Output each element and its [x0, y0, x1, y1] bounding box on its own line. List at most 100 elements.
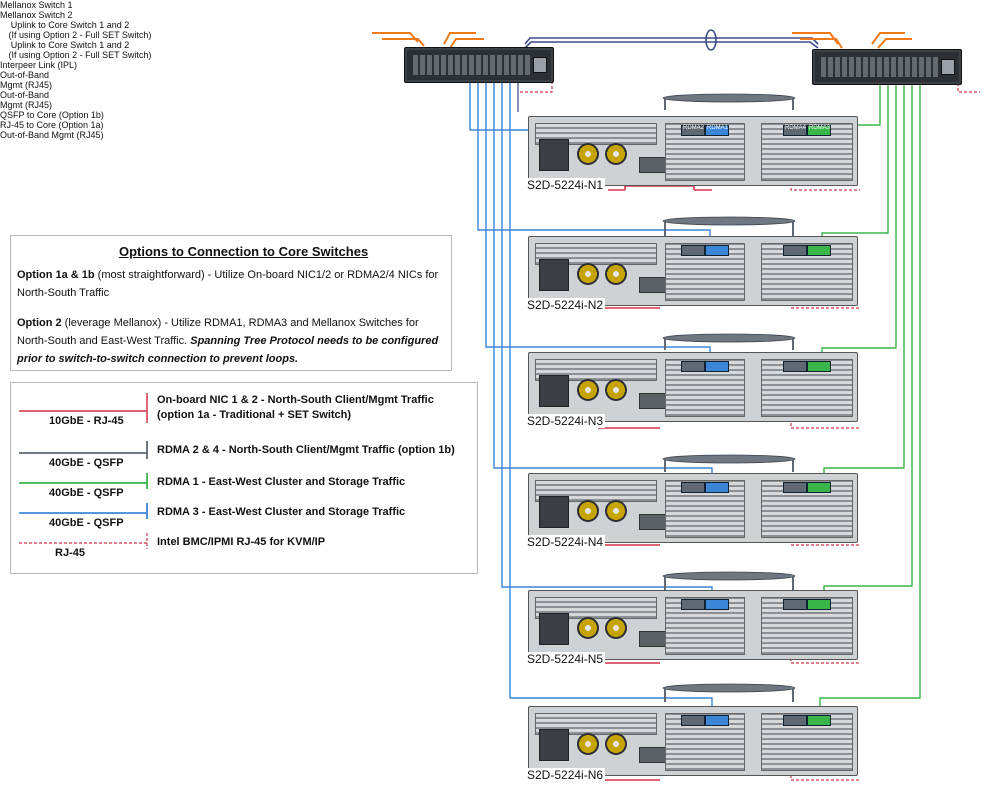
node-name: S2D-5224i-N4 [525, 535, 606, 549]
options-title: Options to Connection to Core Switches [119, 244, 369, 259]
legend-panel: 10GbE - RJ-45 On-board NIC 1 & 2 - North… [10, 382, 478, 574]
ipl-label: Interpeer Link (IPL) [0, 60, 78, 70]
legend-desc-4: RDMA 3 - East-West Cluster and Storage T… [157, 506, 406, 518]
nic-rdma1 [705, 361, 729, 372]
nic-rdma1 [705, 245, 729, 256]
nic-rdma4: RDMA4 [783, 125, 807, 136]
rj45-core-cables [598, 185, 712, 781]
psu [539, 729, 569, 761]
nic-rdma3 [807, 245, 831, 256]
server-node-3: S2D-5224i-N3 [525, 352, 858, 428]
fan-icon [577, 263, 599, 285]
oob-label-1b: Mgmt (RJ45) [0, 80, 53, 90]
node-name: S2D-5224i-N1 [525, 178, 606, 192]
server-node-2: S2D-5224i-N2 [525, 236, 858, 312]
nic-rdma2 [681, 715, 705, 726]
uplink-label-2a: Uplink to Core Switch 1 and 2 [10, 40, 130, 50]
option-2-text: Option 2 (leverage Mellanox) - Utilize R… [17, 314, 443, 368]
uplink-label-1a: Uplink to Core Switch 1 and 2 [10, 20, 130, 30]
nic-rdma3 [807, 482, 831, 493]
legend-label-3: 40GbE - QSFP [49, 487, 124, 499]
nic-rdma2 [681, 361, 705, 372]
fan-icon [605, 263, 627, 285]
node-name: S2D-5224i-N2 [525, 298, 606, 312]
nic-rdma2 [681, 245, 705, 256]
fan-icon [605, 500, 627, 522]
fan-icon [577, 733, 599, 755]
oob-label-2b: Mgmt (RJ45) [0, 100, 53, 110]
server-node-6: S2D-5224i-N6 [525, 706, 858, 782]
oob-label-1a: Out-of-Band [0, 70, 50, 80]
nic-rdma2 [681, 599, 705, 610]
legend-desc-5: Intel BMC/IPMI RJ-45 for KVM/IP [157, 536, 326, 548]
options-panel: Options to Connection to Core Switches O… [10, 235, 452, 371]
server-node-5: S2D-5224i-N5 [525, 590, 858, 666]
fan-icon [605, 143, 627, 165]
legend-label-1: 10GbE - RJ-45 [49, 415, 124, 427]
nic-rdma4 [783, 715, 807, 726]
option-1-body: (most straightforward) - Utilize On-boar… [17, 269, 439, 299]
legend-desc-1: On-board NIC 1 & 2 - North-South Client/… [157, 394, 434, 421]
fan-icon [577, 143, 599, 165]
nic-rdma4 [783, 482, 807, 493]
mgmt-port [941, 59, 955, 75]
uplink-label-2b: (If using Option 2 - Full SET Switch) [8, 50, 152, 60]
qsfp-bundles [662, 93, 796, 693]
node-name: S2D-5224i-N3 [525, 414, 606, 428]
mgmt-port [533, 57, 547, 73]
legend-label-5: RJ-45 [55, 547, 85, 559]
fan-icon [577, 500, 599, 522]
option-1-text: Option 1a & 1b (most straightforward) - … [17, 266, 443, 302]
nic-rdma3: RDMA3 [807, 125, 831, 136]
node-oob-cables [790, 178, 860, 781]
legend-label-4: 40GbE - QSFP [49, 517, 124, 529]
option-2-bold: Option 2 [17, 317, 62, 329]
nic-rdma3 [807, 361, 831, 372]
legend-lines [19, 393, 148, 549]
node-name: S2D-5224i-N5 [525, 652, 606, 666]
uplink-cables [372, 32, 912, 49]
psu [539, 496, 569, 528]
psu [539, 139, 569, 171]
oob-node-label: Out-of-Band Mgmt (RJ45) [0, 130, 104, 140]
psu [539, 375, 569, 407]
ipl-cables [524, 29, 819, 51]
uplink-label-1b: (If using Option 2 - Full SET Switch) [8, 30, 152, 40]
rj45-core-label: RJ-45 to Core (Option 1a) [0, 120, 104, 130]
nic-rdma4 [783, 361, 807, 372]
nic-rdma1 [705, 599, 729, 610]
legend-desc-3: RDMA 1 - East-West Cluster and Storage T… [157, 476, 406, 488]
switch-ports [413, 55, 531, 75]
qsfp-core-cables [664, 98, 794, 702]
mellanox-switch-1 [404, 47, 554, 83]
fan-icon [605, 617, 627, 639]
nic-rdma2 [681, 482, 705, 493]
pcie-bay [665, 243, 745, 301]
node-name: S2D-5224i-N6 [525, 768, 606, 782]
legend-label-2: 40GbE - QSFP [49, 457, 124, 469]
fan-icon [605, 379, 627, 401]
fan-icon [577, 379, 599, 401]
fan-icon [577, 617, 599, 639]
switch-ports [821, 57, 939, 77]
nic-rdma3 [807, 599, 831, 610]
server-node-1: RDMA2 RDMA1 RDMA4 RDMA3 S2D-5224i-N1 [525, 116, 858, 192]
nic-rdma1: RDMA1 [705, 125, 729, 136]
option-2-note: Spanning Tree Protocol needs to be confi… [17, 335, 439, 365]
nic-rdma4 [783, 245, 807, 256]
fan-icon [605, 733, 627, 755]
oob-label-2a: Out-of-Band [0, 90, 50, 100]
mellanox-switch-2 [812, 49, 962, 85]
option-2-body: (leverage Mellanox) - Utilize RDMA1, RDM… [17, 317, 419, 347]
switch-1-name: Mellanox Switch 1 [0, 0, 73, 10]
legend-desc-2: RDMA 2 & 4 - North-South Client/Mgmt Tra… [157, 444, 455, 456]
server-node-4: S2D-5224i-N4 [525, 473, 858, 549]
nic-rdma1 [705, 715, 729, 726]
switch-2-name: Mellanox Switch 2 [0, 10, 73, 20]
nic-rdma1 [705, 482, 729, 493]
option-1-bold: Option 1a & 1b [17, 269, 95, 281]
nic-rdma2: RDMA2 [681, 125, 705, 136]
qsfp-core-label: QSFP to Core (Option 1b) [0, 110, 104, 120]
nic-rdma3 [807, 715, 831, 726]
